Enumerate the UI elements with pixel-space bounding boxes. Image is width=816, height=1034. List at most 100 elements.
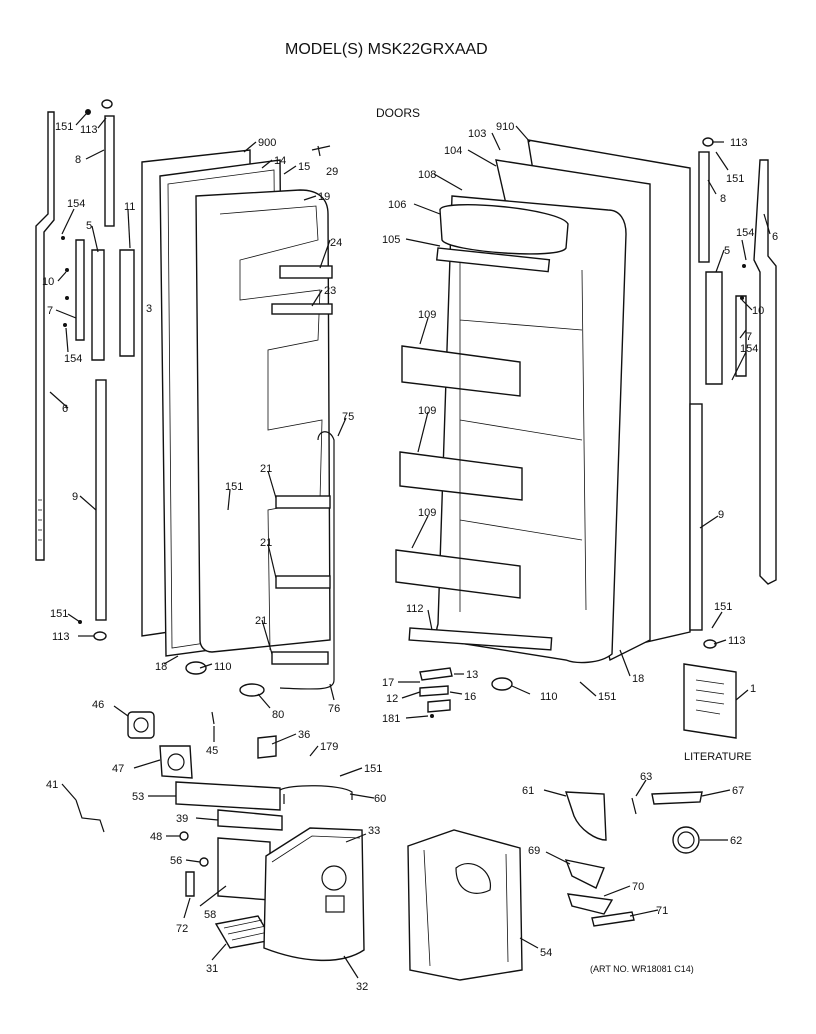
- callout-154: 154: [64, 353, 82, 365]
- left-trim-8: [104, 115, 115, 227]
- right-handle-5: [705, 271, 723, 385]
- callout-109: 109: [418, 309, 436, 321]
- callout-151: 151: [225, 481, 243, 493]
- part-69: [564, 859, 605, 889]
- left-trim-9: [95, 379, 107, 621]
- callout-19: 19: [318, 191, 330, 203]
- fresh-food-door: [395, 139, 691, 718]
- callout-labels: 151 113 8 154 5 11 10 3 7 154 6 9 151 11…: [42, 121, 778, 993]
- right-trim-9: [689, 403, 703, 631]
- callout-113: 113: [730, 137, 748, 149]
- callout-72: 72: [176, 923, 188, 935]
- part-39: [217, 809, 283, 831]
- callout-154: 154: [67, 198, 85, 210]
- ring-62: [672, 826, 700, 854]
- part-36: [257, 735, 277, 759]
- callout-151: 151: [714, 601, 732, 613]
- callout-181: 181: [382, 713, 400, 725]
- callout-48: 48: [150, 831, 162, 843]
- callout-32: 32: [356, 981, 368, 993]
- section-title: DOORS: [376, 106, 420, 120]
- callout-12: 12: [386, 693, 398, 705]
- callout-151: 151: [55, 121, 73, 133]
- callout-46: 46: [92, 699, 104, 711]
- part-63: [631, 797, 637, 815]
- right-trim-8: [698, 151, 710, 263]
- callout-106: 106: [388, 199, 406, 211]
- freezer-shelf-21c: [271, 651, 329, 665]
- right-handle-trim-6: [753, 159, 777, 585]
- callout-7: 7: [47, 305, 53, 317]
- callout-14: 14: [274, 155, 286, 167]
- door-bin-109a: [401, 345, 521, 397]
- callout-113: 113: [728, 635, 746, 647]
- callout-109: 109: [418, 507, 436, 519]
- leader-lines: [49, 113, 771, 979]
- right-handle-parts: [683, 137, 777, 739]
- callout-54: 54: [540, 947, 552, 959]
- callout-9: 9: [718, 509, 724, 521]
- callout-6: 6: [772, 231, 778, 243]
- part-47: [159, 745, 193, 779]
- callout-5: 5: [86, 220, 92, 232]
- door-shelf-112: [408, 627, 553, 651]
- callout-76: 76: [328, 703, 340, 715]
- callout-104: 104: [444, 145, 462, 157]
- part-67: [651, 791, 703, 805]
- callout-33: 33: [368, 825, 380, 837]
- callout-75: 75: [342, 411, 354, 423]
- callout-18: 18: [632, 673, 644, 685]
- callout-151: 151: [598, 691, 616, 703]
- callout-5: 5: [724, 245, 730, 257]
- callout-69: 69: [528, 845, 540, 857]
- callout-8: 8: [720, 193, 726, 205]
- callout-154: 154: [736, 227, 754, 239]
- callout-113: 113: [52, 631, 70, 643]
- dispenser-front-54: [407, 829, 523, 981]
- callout-70: 70: [632, 881, 644, 893]
- part-72: [185, 871, 195, 897]
- callout-15: 15: [298, 161, 310, 173]
- ice-chute-parts: [407, 791, 703, 981]
- callout-110: 110: [214, 661, 232, 673]
- freezer-shelf-21b: [275, 575, 331, 589]
- callout-45: 45: [206, 745, 218, 757]
- callout-21: 21: [260, 537, 272, 549]
- callout-3: 3: [146, 303, 152, 315]
- freezer-shelf-23: [271, 303, 333, 315]
- callout-39: 39: [176, 813, 188, 825]
- callout-63: 63: [640, 771, 652, 783]
- door-bin-109b: [399, 451, 523, 501]
- callout-154: 154: [740, 343, 758, 355]
- callout-23: 23: [324, 285, 336, 297]
- literature-booklet-1: [683, 663, 737, 739]
- callout-179: 179: [320, 741, 338, 753]
- callout-21: 21: [255, 615, 267, 627]
- callout-8: 8: [75, 154, 81, 166]
- left-handle-7: [75, 239, 85, 341]
- callout-67: 67: [732, 785, 744, 797]
- dispenser-housing-32: [263, 827, 365, 962]
- part-13: [419, 667, 453, 681]
- callout-10: 10: [752, 305, 764, 317]
- callout-109: 109: [418, 405, 436, 417]
- callout-24: 24: [330, 237, 342, 249]
- part-46: [127, 711, 155, 739]
- callout-6: 6: [62, 403, 68, 415]
- callout-113: 113: [80, 124, 98, 136]
- callout-10: 10: [42, 276, 54, 288]
- callout-112: 112: [406, 603, 424, 615]
- callout-108: 108: [418, 169, 436, 181]
- callout-7: 7: [746, 331, 752, 343]
- freezer-door: [141, 145, 335, 697]
- callout-1: 1: [750, 683, 756, 695]
- freezer-tube-75-76: [279, 431, 335, 690]
- part-80: [239, 683, 265, 697]
- callout-9: 9: [72, 491, 78, 503]
- callout-56: 56: [170, 855, 182, 867]
- door-bin-109c: [395, 549, 521, 599]
- panel-53: [175, 781, 281, 811]
- callout-900: 900: [258, 137, 276, 149]
- callout-61: 61: [522, 785, 534, 797]
